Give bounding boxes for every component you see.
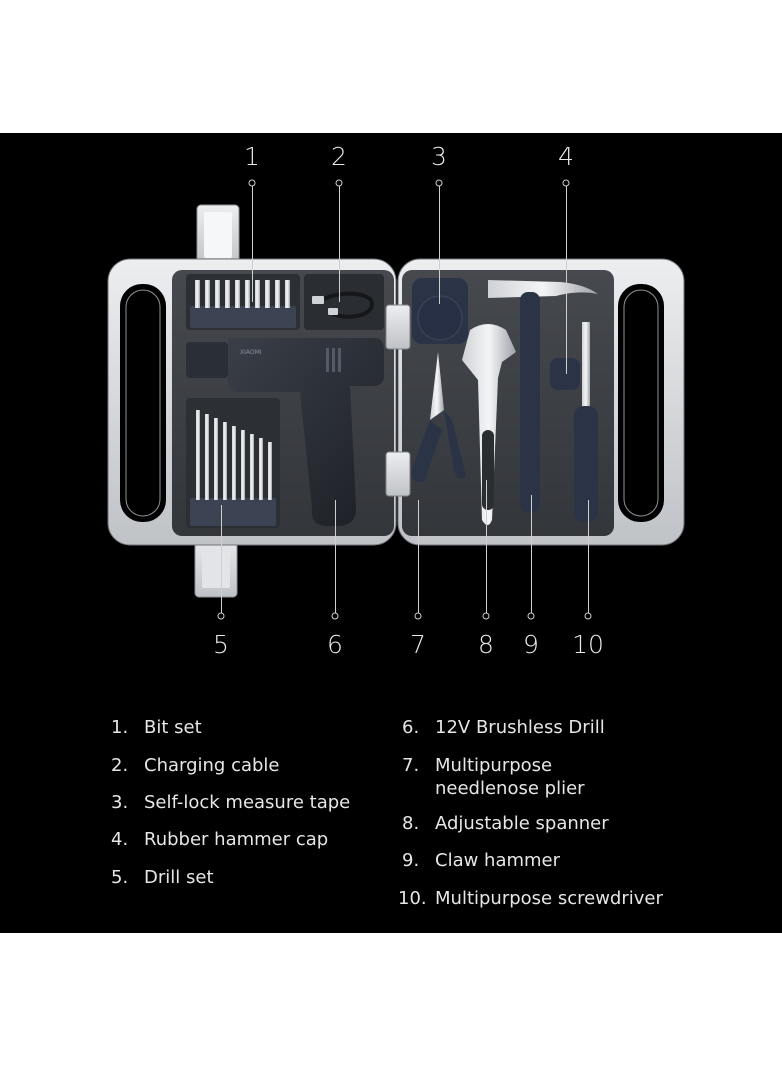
leader-line-2 bbox=[339, 184, 340, 302]
legend-num: 3. bbox=[111, 792, 129, 813]
leader-dot-8 bbox=[482, 612, 490, 620]
legend-num: 1. bbox=[111, 717, 129, 738]
leader-line-3 bbox=[439, 184, 440, 304]
leader-line-6 bbox=[335, 500, 336, 615]
bit-set bbox=[190, 280, 296, 328]
leader-dot-2 bbox=[335, 179, 343, 187]
drill-bits bbox=[190, 410, 276, 526]
callout-4: 4 bbox=[558, 142, 574, 171]
case-latches bbox=[194, 204, 240, 598]
leader-dot-5 bbox=[217, 612, 225, 620]
legend-num: 8. bbox=[402, 813, 420, 834]
leader-line-9 bbox=[531, 495, 532, 615]
brushless-drill: XIAOMI bbox=[186, 338, 384, 526]
rubber-hammer-cap bbox=[550, 358, 580, 390]
callout-2: 2 bbox=[331, 142, 347, 171]
leader-dot-3 bbox=[435, 179, 443, 187]
callout-1: 1 bbox=[244, 142, 260, 171]
leader-dot-6 bbox=[331, 612, 339, 620]
legend-num: 9. bbox=[402, 850, 420, 871]
legend-text: Claw hammer bbox=[435, 850, 561, 871]
legend-num: 2. bbox=[111, 755, 129, 776]
legend-text: Drill set bbox=[144, 867, 214, 888]
measure-tape bbox=[412, 278, 468, 344]
legend-text: Charging cable bbox=[144, 755, 280, 776]
legend-text: Rubber hammer cap bbox=[144, 829, 329, 850]
needlenose-plier bbox=[411, 352, 466, 483]
legend-num: 7. bbox=[402, 755, 420, 776]
leader-dot-9 bbox=[527, 612, 535, 620]
legend-num: 4. bbox=[111, 829, 129, 850]
legend-num: 5. bbox=[111, 867, 129, 888]
leader-line-7 bbox=[418, 500, 419, 615]
callout-3: 3 bbox=[431, 142, 447, 171]
leader-dot-4 bbox=[562, 179, 570, 187]
drill-brand-label: XIAOMI bbox=[240, 349, 262, 356]
legend-text: 12V Brushless Drill bbox=[435, 717, 605, 738]
legend-text: Multipurpose screwdriver bbox=[435, 888, 663, 909]
leader-line-1 bbox=[252, 184, 253, 302]
callout-7: 7 bbox=[410, 630, 426, 659]
legend-text: Adjustable spanner bbox=[435, 813, 609, 834]
leader-line-5 bbox=[221, 505, 222, 615]
legend-text: Bit set bbox=[144, 717, 202, 738]
legend-text: Multipurpose bbox=[435, 755, 553, 776]
legend-text: Self-lock measure tape bbox=[144, 792, 351, 813]
callout-5: 5 bbox=[213, 630, 229, 659]
callout-9: 9 bbox=[523, 630, 539, 659]
legend-num: 6. bbox=[402, 717, 420, 738]
legend-text-line2: needlenose plier bbox=[435, 778, 585, 799]
leader-line-4 bbox=[566, 184, 567, 374]
leader-line-10 bbox=[588, 500, 589, 615]
adjustable-spanner bbox=[462, 324, 516, 525]
callout-8: 8 bbox=[478, 630, 494, 659]
leader-line-8 bbox=[486, 480, 487, 615]
callout-10: 10 bbox=[572, 630, 604, 659]
case-hinges bbox=[385, 304, 411, 497]
leader-dot-1 bbox=[248, 179, 256, 187]
callout-6: 6 bbox=[327, 630, 343, 659]
leader-dot-7 bbox=[414, 612, 422, 620]
legend-num: 10. bbox=[398, 888, 427, 909]
multipurpose-screwdriver bbox=[574, 322, 598, 522]
leader-dot-10 bbox=[584, 612, 592, 620]
claw-hammer bbox=[488, 280, 598, 512]
